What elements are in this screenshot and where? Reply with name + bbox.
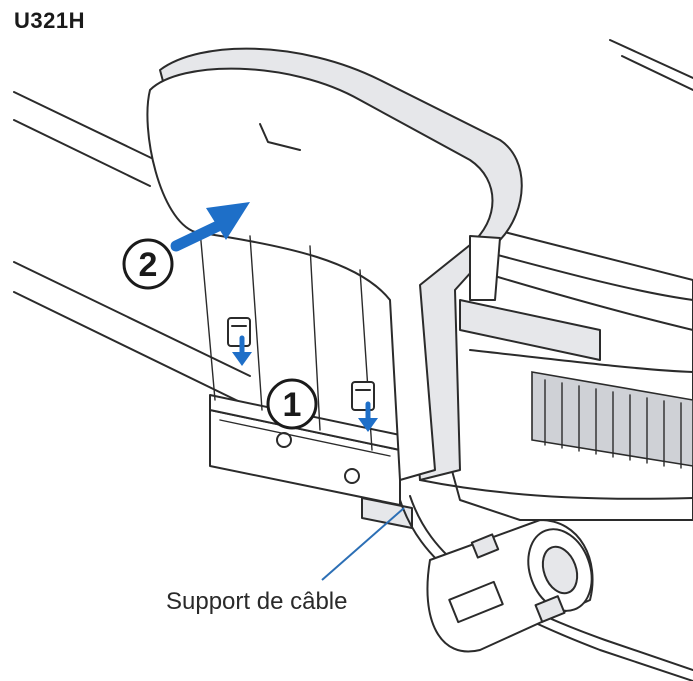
model-label: U321H xyxy=(14,8,85,33)
step-badge-2: 2 xyxy=(122,238,174,290)
slide-arrow xyxy=(170,202,250,252)
cable-support-label: Support de câble xyxy=(166,588,348,615)
step-badge-1: 1 xyxy=(266,378,318,430)
vent-grille xyxy=(531,371,693,469)
latch-tab-left xyxy=(227,317,251,347)
latch-tab-right xyxy=(351,381,375,411)
callout-leader-line xyxy=(321,507,405,581)
push-down-arrow-left xyxy=(232,335,252,366)
push-down-arrow-right xyxy=(358,401,378,432)
step-number-1: 1 xyxy=(283,386,302,424)
cable-cover xyxy=(146,47,523,481)
ferrite-core xyxy=(426,519,594,653)
step-number-2: 2 xyxy=(139,246,158,284)
